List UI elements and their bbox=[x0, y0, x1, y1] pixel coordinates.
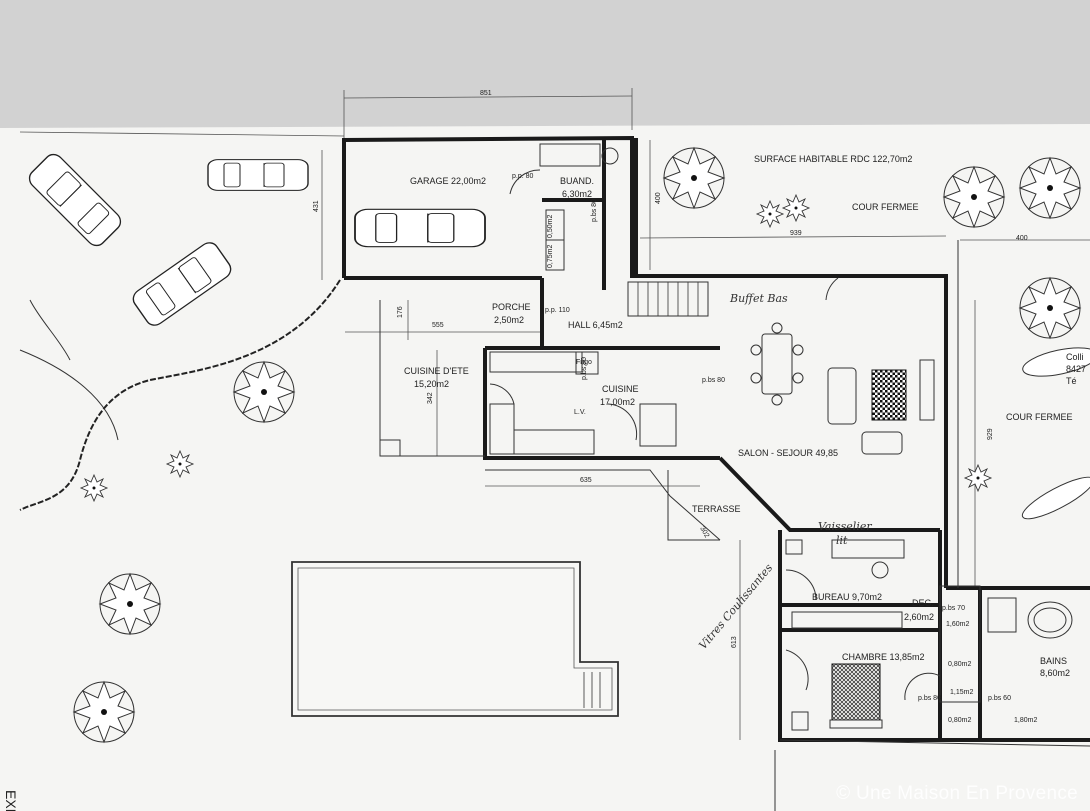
door-tag: p.bs 80 bbox=[591, 199, 598, 222]
room-area-bains: 8,60m2 bbox=[1040, 668, 1070, 678]
dimension-label: 635 bbox=[580, 477, 592, 484]
room-label-cuisine: CUISINE bbox=[602, 384, 639, 394]
door-tag: p.bs 60 bbox=[988, 695, 1011, 702]
small-area-label: 1,60m2 bbox=[946, 621, 969, 628]
room-area-cuisine: 17,00m2 bbox=[600, 397, 635, 407]
room-label-degagement: DEG. bbox=[912, 598, 934, 608]
dimension-label: 555 bbox=[432, 322, 444, 329]
room-label-porche: PORCHE bbox=[492, 302, 531, 312]
sign-ellipse bbox=[1021, 476, 1090, 520]
room-label-garage: GARAGE 22,00m2 bbox=[410, 176, 486, 186]
small-area-label: 1,15m2 bbox=[950, 689, 973, 696]
room-label-hall: HALL 6,45m2 bbox=[568, 320, 623, 330]
dimension-lines bbox=[19, 88, 1090, 740]
small-area-label: 0,75m2 bbox=[547, 245, 554, 268]
door-tag: p.bs 80 bbox=[918, 695, 941, 702]
interior-details bbox=[379, 143, 1090, 811]
handwritten-note: Buffet Bas bbox=[729, 292, 788, 305]
terrasse-outline bbox=[667, 470, 720, 541]
room-label-salon: SALON - SEJOUR 49,85 bbox=[738, 448, 838, 458]
handwritten-note: lit bbox=[836, 534, 848, 547]
door-tag: p.bs 80 bbox=[581, 357, 588, 380]
appliance-label: Frigo bbox=[576, 359, 592, 366]
room-label-cour-fermee: COUR FERMEE bbox=[852, 202, 919, 212]
furniture bbox=[489, 169, 941, 731]
swimming-pool bbox=[291, 561, 619, 717]
bed bbox=[831, 663, 881, 721]
door-tag: p.bs 80 bbox=[702, 377, 725, 384]
dimension-label: 342 bbox=[427, 392, 434, 404]
car-parked bbox=[207, 158, 309, 192]
dimension-label: 929 bbox=[987, 428, 994, 440]
door-tag: p.p. 80 bbox=[512, 173, 534, 180]
room-area-degagement: 2,60m2 bbox=[904, 612, 934, 622]
door-tag: p.p. 110 bbox=[545, 307, 570, 314]
terrasse-outline bbox=[485, 469, 721, 541]
dimension-label: 400 bbox=[655, 192, 662, 204]
small-area-label: 0,80m2 bbox=[948, 661, 971, 668]
room-label-bureau: BUREAU 9,70m2 bbox=[812, 592, 882, 602]
room-label-buanderie: BUAND. bbox=[560, 176, 594, 186]
arc-decoration bbox=[19, 349, 119, 441]
paper-sheet bbox=[0, 124, 1090, 811]
sign-ellipse bbox=[1022, 347, 1090, 377]
room-label-chambre: CHAMBRE 13,85m2 bbox=[842, 652, 925, 662]
sign-text: Colli bbox=[1066, 352, 1084, 362]
small-area-label: 0,80m2 bbox=[948, 717, 971, 724]
dimension-label: 302 bbox=[698, 526, 710, 540]
sign-text: 8427 bbox=[1066, 364, 1086, 374]
arc-decoration bbox=[29, 299, 71, 361]
room-label-cour-fermee: COUR FERMEE bbox=[1006, 412, 1073, 422]
room-label-cuisine-ete: CUISINE D'ETE bbox=[404, 366, 469, 376]
room-area-porche: 2,50m2 bbox=[494, 315, 524, 325]
surface-title: SURFACE HABITABLE RDC 122,70m2 bbox=[754, 154, 912, 164]
margin-text: EXIST bbox=[3, 790, 19, 811]
room-label-bains: BAINS bbox=[1040, 656, 1067, 666]
small-area-label: 0,50m2 bbox=[547, 215, 554, 238]
small-area-label: 1,80m2 bbox=[1014, 717, 1037, 724]
dimension-label: 613 bbox=[731, 636, 738, 648]
room-area-cuisine-ete: 15,20m2 bbox=[414, 379, 449, 389]
door-tag: p.bs 70 bbox=[942, 605, 965, 612]
sign-text: Té bbox=[1066, 376, 1077, 386]
room-area-buanderie: 6,30m2 bbox=[562, 189, 592, 199]
handwritten-note: Vaisselier bbox=[818, 520, 872, 533]
watermark: © Une Maison En Provence bbox=[836, 783, 1078, 804]
room-label-terrasse: TERRASSE bbox=[692, 504, 741, 514]
living-room-rug bbox=[871, 369, 907, 421]
dimension-label: 176 bbox=[397, 306, 404, 318]
car-garage bbox=[354, 208, 486, 248]
dimension-label: 851 bbox=[480, 90, 492, 97]
dimension-label: 939 bbox=[790, 230, 802, 237]
appliance-label: L.V. bbox=[574, 409, 586, 416]
dimension-label: 431 bbox=[313, 200, 320, 212]
dimension-label: 400 bbox=[1016, 235, 1028, 242]
driveway-edge bbox=[19, 279, 341, 511]
